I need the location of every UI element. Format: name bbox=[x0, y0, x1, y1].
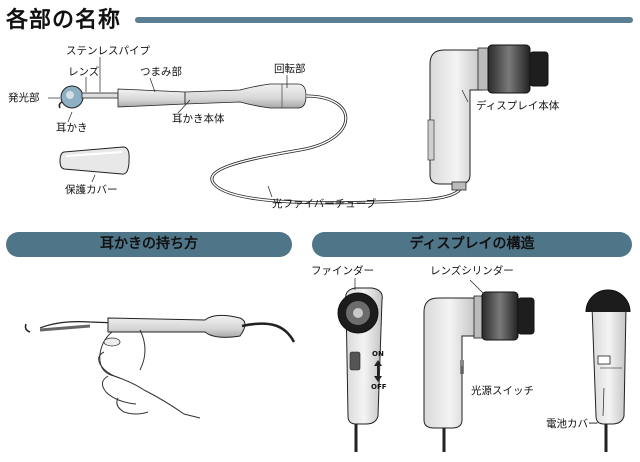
finder-view-drawing bbox=[337, 287, 383, 452]
page-title: 各部の名称 bbox=[6, 8, 122, 33]
section-holding: 耳かきの持ち方 bbox=[6, 232, 292, 257]
earpick-diagram bbox=[58, 83, 462, 205]
label-finder: ファインダー bbox=[311, 265, 374, 277]
label-stainless-pipe: ステンレスパイプ bbox=[66, 45, 150, 57]
label-on: ON bbox=[372, 350, 384, 358]
label-fiber-tube: 光ファイバーチューブ bbox=[272, 198, 377, 210]
title-rule bbox=[135, 17, 633, 23]
label-lens-cylinder: レンズシリンダー bbox=[430, 265, 514, 277]
holding-diagram bbox=[24, 314, 296, 419]
label-protective-cover: 保護カバー bbox=[65, 184, 118, 196]
label-grip: つまみ部 bbox=[140, 66, 182, 78]
label-rotating-part: 回転部 bbox=[274, 63, 306, 75]
label-off: OFF bbox=[371, 383, 387, 391]
label-light-emitter: 発光部 bbox=[8, 92, 40, 104]
side-view-drawing bbox=[423, 291, 535, 452]
label-light-switch: 光源スイッチ bbox=[471, 385, 534, 397]
label-battery-cover: 電池カバー bbox=[546, 418, 599, 430]
leader-lines bbox=[48, 57, 605, 417]
back-view-drawing bbox=[585, 289, 631, 452]
label-earpick: 耳かき bbox=[56, 122, 88, 134]
section-display-structure: ディスプレイの構造 bbox=[312, 232, 632, 257]
display-body-drawing bbox=[427, 44, 549, 191]
label-lens: レンズ bbox=[68, 66, 100, 78]
label-earpick-body: 耳かき本体 bbox=[172, 113, 225, 125]
label-display-body: ディスプレイ本体 bbox=[476, 100, 560, 112]
protective-cover-drawing bbox=[59, 146, 130, 175]
